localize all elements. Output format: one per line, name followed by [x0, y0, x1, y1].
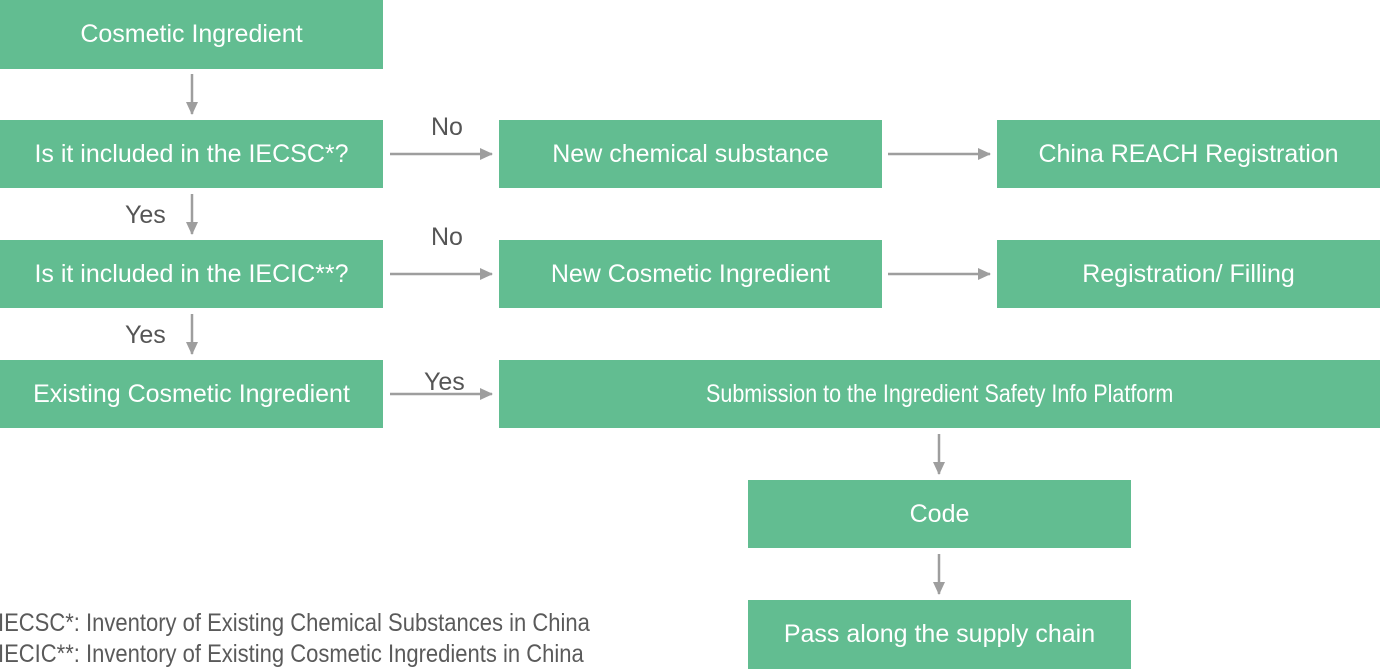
- edge-label-iecic-no: No: [431, 223, 463, 251]
- footnote-iecic: IECIC**: Inventory of Existing Cosmetic …: [0, 640, 584, 668]
- node-cosmetic-ingredient: Cosmetic Ingredient: [0, 0, 383, 69]
- node-new-chemical-substance: New chemical substance: [499, 120, 882, 188]
- node-china-reach-registration: China REACH Registration: [997, 120, 1380, 188]
- node-existing-ingredient: Existing Cosmetic Ingredient: [0, 360, 383, 428]
- edge-label-iecsc-no: No: [431, 113, 463, 141]
- edge-label-existing-yes: Yes: [424, 368, 465, 396]
- node-code: Code: [748, 480, 1131, 548]
- node-label: New chemical substance: [552, 139, 829, 168]
- node-label: Registration/ Filling: [1082, 259, 1295, 288]
- node-label: Submission to the Ingredient Safety Info…: [705, 379, 1174, 408]
- footnote-iecsc: IECSC*: Inventory of Existing Chemical S…: [0, 609, 590, 637]
- node-pass-supply-chain: Pass along the supply chain: [748, 600, 1131, 669]
- node-label: China REACH Registration: [1038, 139, 1339, 168]
- node-label: Code: [909, 499, 970, 528]
- node-submission-platform: Submission to the Ingredient Safety Info…: [499, 360, 1380, 428]
- node-new-cosmetic-ingredient: New Cosmetic Ingredient: [499, 240, 882, 308]
- edge-label-iecic-yes: Yes: [125, 321, 166, 349]
- node-label: Pass along the supply chain: [783, 620, 1096, 648]
- node-registration-filling: Registration/ Filling: [997, 240, 1380, 308]
- node-label: Is it included in the IECSC*?: [34, 139, 349, 168]
- node-label: Cosmetic Ingredient: [80, 20, 303, 48]
- node-label: Is it included in the IECIC**?: [34, 259, 349, 288]
- node-iecic-question: Is it included in the IECIC**?: [0, 240, 383, 308]
- edge-label-iecsc-yes: Yes: [125, 201, 166, 229]
- node-label: New Cosmetic Ingredient: [550, 259, 831, 288]
- node-iecsc-question: Is it included in the IECSC*?: [0, 120, 383, 188]
- node-label: Existing Cosmetic Ingredient: [33, 379, 350, 408]
